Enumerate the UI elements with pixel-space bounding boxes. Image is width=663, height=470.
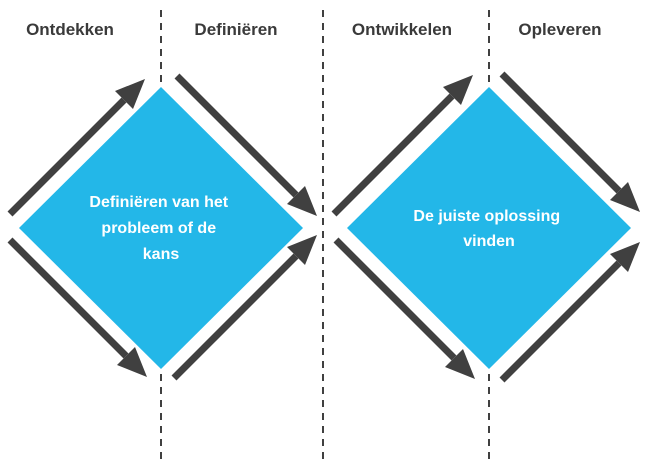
diamond-problem-text: Definiëren van het probleem of de kans <box>89 194 232 263</box>
phase-label-opleveren: Opleveren <box>518 20 601 39</box>
arrow-icon-center-right-lower <box>333 237 475 379</box>
arrow-icon-center-left-lower <box>171 235 317 381</box>
arrow-icon-left-lower <box>7 237 147 377</box>
arrow-icon-right-upper <box>499 71 640 212</box>
phase-label-ontwikkelen: Ontwikkelen <box>352 20 452 39</box>
phase-label-ontdekken: Ontdekken <box>26 20 114 39</box>
arrow-icon-right-lower <box>499 242 640 383</box>
diamond-solution-line-2: vinden <box>463 233 515 250</box>
diamond-problem-line-1: Definiëren van het <box>89 194 228 211</box>
diamond-problem <box>19 87 303 369</box>
diamond-solution-line-1: De juiste oplossing <box>413 208 560 225</box>
diamond-solution-text: De juiste oplossing vinden <box>413 208 564 250</box>
phase-label-definieren: Definiëren <box>194 20 277 39</box>
diamond-solution <box>347 87 631 369</box>
arrow-icon-center-left-upper <box>174 73 317 216</box>
arrow-icon-left-upper <box>7 79 145 217</box>
diamond-problem-line-2: probleem of de <box>101 220 216 237</box>
arrow-icon-center-right-upper <box>331 75 473 217</box>
diamond-problem-line-3: kans <box>143 246 180 263</box>
